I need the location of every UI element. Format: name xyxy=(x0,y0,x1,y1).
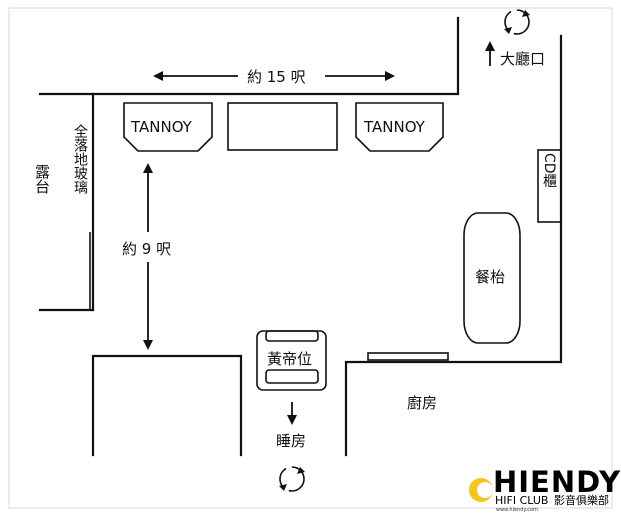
bedroom-arrow-icon xyxy=(287,402,297,425)
kitchen-sill xyxy=(367,352,449,361)
circulation-mark-top-icon xyxy=(504,9,530,35)
width-label: 約 15 呎 xyxy=(247,68,306,86)
speaker-right-label: TANNOY xyxy=(363,118,426,136)
logo-url: www.hiendy.com xyxy=(496,507,538,513)
speaker-left xyxy=(123,102,213,152)
speaker-right xyxy=(355,102,444,152)
depth-dimension-arrow xyxy=(143,163,153,350)
speaker-left-label: TANNOY xyxy=(130,118,193,136)
circulation-mark-bottom-icon xyxy=(279,466,305,492)
picture-frame xyxy=(8,7,613,509)
hiendy-logo: HIENDY HIFI CLUB 影音俱樂部 www.hiendy.com xyxy=(469,465,621,513)
hall-label: 大廳口 xyxy=(500,50,545,68)
sweet-spot-label: 黃帝位 xyxy=(267,350,312,368)
logo-sub-left: HIFI CLUB xyxy=(495,494,548,507)
equipment-rack xyxy=(227,102,338,151)
balcony-label: 露台 xyxy=(33,164,51,194)
bedroom-label: 睡房 xyxy=(276,432,306,450)
glass-door-label: 全落地玻璃 xyxy=(72,123,88,194)
logo-name: HIENDY xyxy=(493,465,621,499)
hall-arrow-icon xyxy=(485,41,495,66)
depth-label: 約 9 呎 xyxy=(122,240,171,258)
top-wall xyxy=(38,16,460,96)
cd-cabinet xyxy=(537,149,562,223)
width-dimension-arrow xyxy=(153,71,395,81)
dining-table-label: 餐枱 xyxy=(475,268,505,286)
kitchen-label: 廚房 xyxy=(407,394,437,412)
right-wall xyxy=(344,34,563,457)
dining-table xyxy=(463,212,521,344)
armchair xyxy=(256,330,327,391)
logo-sub-right: 影音俱樂部 xyxy=(554,493,609,507)
bottom-left-wall xyxy=(91,354,243,457)
cd-cabinet-label: CD櫃 xyxy=(541,153,557,188)
